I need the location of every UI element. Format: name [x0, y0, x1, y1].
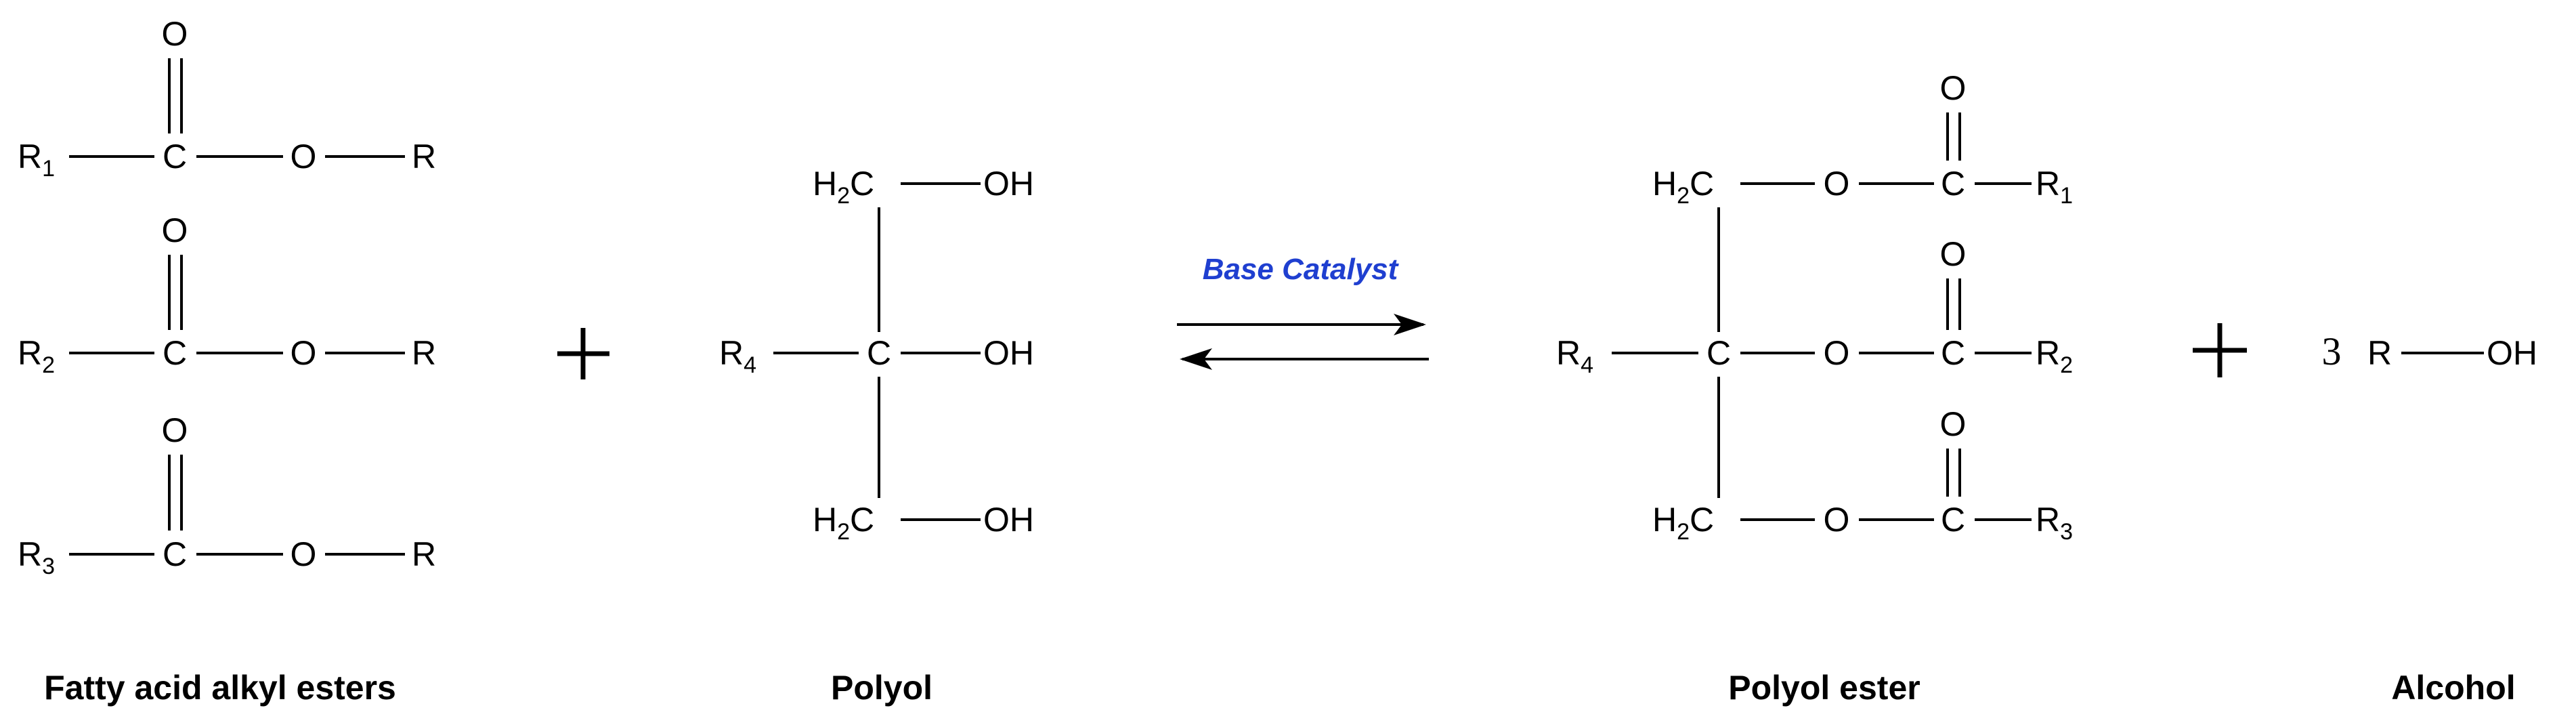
ester-r4-group: R4: [1556, 334, 1593, 378]
polyol-center-carbon: C: [867, 334, 891, 372]
ester-mid-carbon: C: [1941, 334, 1965, 372]
ester-3-alkyl-r: R: [412, 535, 436, 573]
ester-3: O R3 C O R: [18, 411, 436, 579]
ester-1-r-group: R1: [18, 138, 55, 182]
ester-bottom-carbon: C: [1941, 501, 1965, 539]
ester-3-carbonyl-oxygen: O: [162, 411, 188, 449]
ester-top-carbonyl-oxygen: O: [1940, 69, 1967, 107]
fatty-acid-alkyl-esters: O R1 C O R O R2 C O R O: [18, 15, 436, 579]
ester-2-carbon: C: [163, 334, 187, 372]
ester-2-alkyl-r: R: [412, 334, 436, 372]
ester-bottom-oxygen: O: [1824, 501, 1850, 539]
ester-3-carbon: C: [163, 535, 187, 573]
ester-top-ch2: H2C: [1652, 165, 1714, 209]
plus-sign-products: [2193, 323, 2247, 377]
polyol-bottom-ch2: H2C: [813, 501, 874, 545]
polyol-structure: H2C OH R4 C OH H2C OH: [719, 165, 1034, 545]
ester-bottom-ch2: H2C: [1652, 501, 1714, 545]
polyol-top-oh: OH: [983, 165, 1034, 203]
ester-2-r-group: R2: [18, 334, 55, 378]
ester-1-carbonyl-oxygen: O: [162, 15, 188, 53]
caption-fatty-acid-alkyl-esters: Fatty acid alkyl esters: [44, 669, 396, 707]
polyol-r4-group: R4: [719, 334, 756, 378]
alcohol-r-group: R: [2367, 334, 2392, 372]
ester-bottom-carbonyl-oxygen: O: [1940, 405, 1967, 443]
ester-mid-carbonyl-oxygen: O: [1940, 235, 1967, 273]
ester-1-carbon: C: [163, 138, 187, 175]
polyol-ester-structure: H2C O C O R1 R4 C O C O R2 H2C O C O: [1556, 69, 2073, 545]
plus-sign-reactants: [557, 328, 609, 379]
catalyst-label: Base Catalyst: [1203, 253, 1400, 286]
polyol-top-ch2: H2C: [813, 165, 874, 209]
alcohol-oh: OH: [2487, 334, 2537, 372]
captions: Fatty acid alkyl esters Polyol Polyol es…: [44, 669, 2516, 707]
ester-3-r-group: R3: [18, 535, 55, 579]
ester-2-carbonyl-oxygen: O: [162, 211, 188, 249]
caption-alcohol: Alcohol: [2391, 669, 2515, 707]
ester-top-carbon: C: [1941, 165, 1965, 203]
equilibrium-arrows: Base Catalyst: [1177, 253, 1429, 370]
ester-1: O R1 C O R: [18, 15, 436, 182]
ester-top-r1: R1: [2036, 165, 2073, 209]
ester-3-ester-oxygen: O: [291, 535, 317, 573]
ester-top-oxygen: O: [1824, 165, 1850, 203]
alcohol-structure: 3 R OH: [2322, 329, 2538, 373]
ester-2-ester-oxygen: O: [291, 334, 317, 372]
caption-polyol: Polyol: [831, 669, 932, 707]
ester-1-ester-oxygen: O: [291, 138, 317, 175]
ester-mid-r2: R2: [2036, 334, 2073, 378]
ester-bottom-r3: R3: [2036, 501, 2073, 545]
alcohol-coefficient: 3: [2322, 329, 2342, 373]
caption-polyol-ester: Polyol ester: [1728, 669, 1920, 707]
polyol-center-oh: OH: [983, 334, 1034, 372]
ester-center-carbon: C: [1706, 334, 1731, 372]
ester-mid-oxygen: O: [1824, 334, 1850, 372]
ester-2: O R2 C O R: [18, 211, 436, 378]
ester-1-alkyl-r: R: [412, 138, 436, 175]
polyol-bottom-oh: OH: [983, 501, 1034, 539]
